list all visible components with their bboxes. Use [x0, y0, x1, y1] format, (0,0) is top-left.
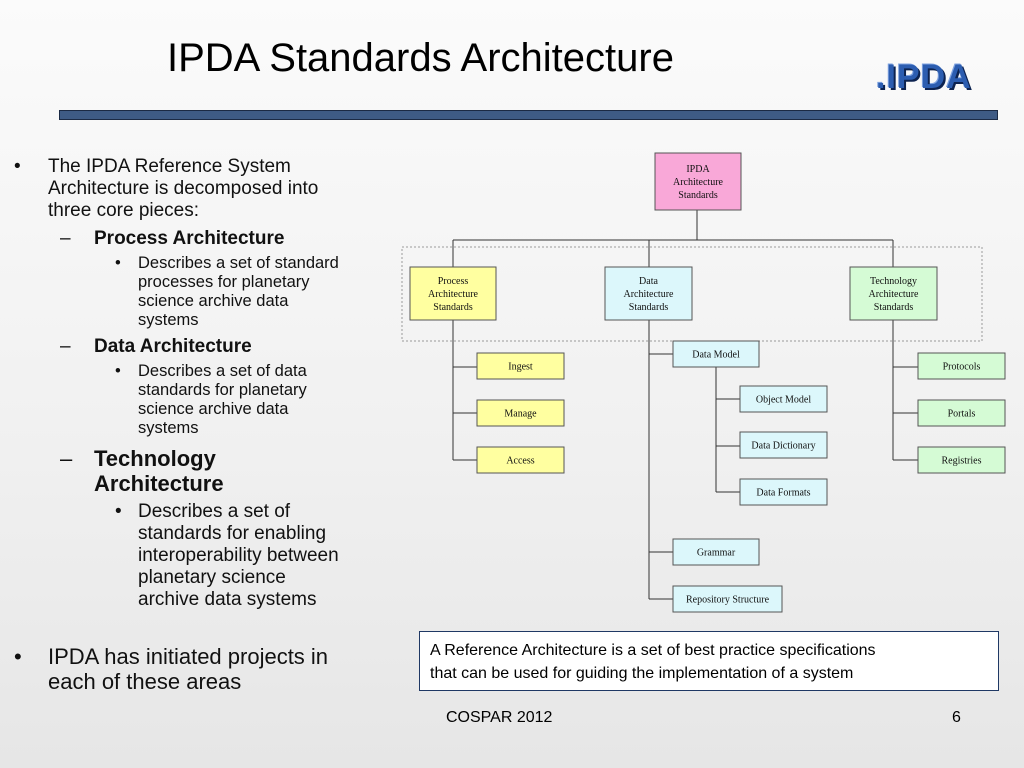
data-architecture-standards-box-label-1: Data — [639, 276, 658, 287]
title-underline-bar — [59, 110, 998, 120]
object-model-box: Object Model — [739, 385, 828, 413]
bullet-intro-line-3: three core pieces: — [48, 200, 200, 221]
bullet-closing-line-2: each of these areas — [48, 669, 242, 694]
technology-desc-line-2: standards for enabling — [138, 523, 327, 544]
access-box-label: Access — [506, 456, 534, 467]
connector-lines — [452, 210, 918, 600]
protocols-box-rect — [917, 352, 1006, 380]
bullet-intro-line-1: The IPDA Reference System — [14, 156, 291, 178]
data-formats-box-label: Data Formats — [756, 488, 810, 499]
data-architecture-heading: Data Architecture — [60, 336, 252, 358]
technology-desc-line-3: interoperability between — [138, 545, 339, 566]
data-model-box-label: Data Model — [692, 350, 740, 361]
ipda-logo: .IPDA — [876, 58, 972, 96]
data-model-box-rect — [672, 340, 760, 368]
technology-desc-line-4: planetary science — [138, 567, 286, 588]
data-desc-line-4: systems — [138, 419, 199, 437]
registries-box-label: Registries — [942, 456, 982, 467]
diagram-boxes: IPDAArchitectureStandardsProcessArchitec… — [409, 152, 1006, 613]
portals-box-label: Portals — [948, 409, 976, 420]
data-formats-box-rect — [739, 478, 828, 506]
data-formats-box: Data Formats — [739, 478, 828, 506]
technology-architecture-standards-box-label-1: Technology — [870, 276, 917, 287]
data-desc-line-2: standards for planetary — [138, 381, 307, 399]
process-desc-line-4: systems — [138, 311, 199, 329]
bullet-closing-line-1: IPDA has initiated projects in — [14, 644, 328, 669]
repository-structure-box: Repository Structure — [672, 585, 783, 613]
callout-line-1: A Reference Architecture is a set of bes… — [430, 642, 876, 659]
footer-page-number: 6 — [952, 709, 961, 726]
object-model-box-rect — [739, 385, 828, 413]
bullet-intro-line-2: Architecture is decomposed into — [48, 178, 319, 199]
grammar-box-label: Grammar — [697, 548, 736, 559]
protocols-box-label: Protocols — [943, 362, 981, 373]
footer-conference: COSPAR 2012 — [446, 709, 553, 726]
registries-box-rect — [917, 446, 1006, 474]
process-architecture-standards-box-label-1: Process — [438, 276, 469, 287]
portals-box-rect — [917, 399, 1006, 427]
ipda-architecture-standards-box-rect — [654, 152, 742, 211]
ingest-box: Ingest — [476, 352, 565, 380]
data-architecture-standards-box-label-2: Architecture — [624, 289, 675, 300]
manage-box: Manage — [476, 399, 565, 427]
data-model-box: Data Model — [672, 340, 760, 368]
access-box: Access — [476, 446, 565, 474]
grammar-box: Grammar — [672, 538, 760, 566]
process-architecture-standards-box-label-3: Standards — [433, 302, 473, 313]
manage-box-rect — [476, 399, 565, 427]
object-model-box-label: Object Model — [756, 395, 811, 406]
ingest-box-label: Ingest — [508, 362, 533, 373]
technology-architecture-standards-box-label-2: Architecture — [869, 289, 920, 300]
process-architecture-standards-box-label-2: Architecture — [428, 289, 479, 300]
repository-structure-box-label: Repository Structure — [686, 595, 770, 606]
data-architecture-standards-box-label-3: Standards — [629, 302, 669, 313]
data-desc-line-3: science archive data — [138, 400, 289, 418]
ipda-architecture-standards-box-label-1: IPDA — [686, 164, 710, 175]
process-desc-line-3: science archive data — [138, 292, 289, 310]
manage-box-label: Manage — [504, 409, 537, 420]
access-box-rect — [476, 446, 565, 474]
repository-structure-box-rect — [672, 585, 783, 613]
data-dictionary-box-label: Data Dictionary — [751, 441, 815, 452]
callout-line-2: that can be used for guiding the impleme… — [430, 665, 854, 682]
grammar-box-rect — [672, 538, 760, 566]
portals-box: Portals — [917, 399, 1006, 427]
process-architecture-heading: Process Architecture — [60, 228, 285, 250]
slide-title: IPDA Standards Architecture — [167, 36, 674, 80]
data-architecture-standards-box-rect — [604, 266, 693, 321]
technology-architecture-heading-line-1: Technology — [60, 446, 216, 471]
process-desc-line-1: Describes a set of standard — [115, 254, 339, 273]
technology-desc-line-5: archive data systems — [138, 589, 317, 610]
reference-architecture-callout: A Reference Architecture is a set of bes… — [419, 631, 999, 691]
technology-architecture-standards-box-rect — [849, 266, 938, 321]
process-architecture-standards-box-rect — [409, 266, 497, 321]
ingest-box-rect — [476, 352, 565, 380]
data-dictionary-box-rect — [739, 431, 828, 459]
ipda-architecture-standards-box-label-2: Architecture — [673, 177, 724, 188]
registries-box: Registries — [917, 446, 1006, 474]
data-dictionary-box: Data Dictionary — [739, 431, 828, 459]
technology-architecture-heading-line-2: Architecture — [94, 471, 224, 496]
technology-architecture-standards-box-label-3: Standards — [874, 302, 914, 313]
process-desc-line-2: processes for planetary — [138, 273, 310, 291]
data-desc-line-1: Describes a set of data — [115, 362, 307, 381]
ipda-architecture-standards-box-label-3: Standards — [678, 190, 718, 201]
protocols-box: Protocols — [917, 352, 1006, 380]
technology-desc-line-1: Describes a set of — [115, 501, 290, 523]
